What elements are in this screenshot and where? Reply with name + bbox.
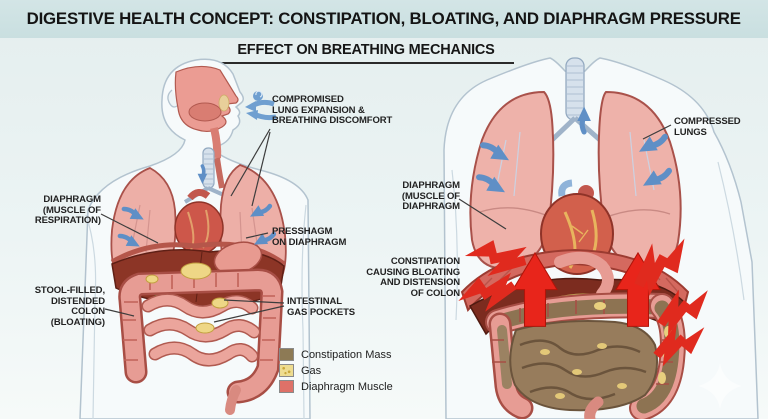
lungs: [469, 90, 682, 270]
left-figure-illustration: [79, 58, 311, 419]
throat: [210, 127, 222, 159]
label-compromised-lung-expansion: COMPROMISED LUNG EXPANSION & BREATHING D…: [272, 94, 393, 126]
legend-item-gas: Gas: [279, 364, 393, 377]
legend: Constipation Mass Gas Diaphragm Muscle: [279, 348, 393, 393]
heart: [174, 189, 224, 255]
rectum: [584, 396, 604, 419]
legend-swatch-1: [279, 348, 294, 361]
distended-small-intestine: [509, 320, 658, 412]
breath-arrows-icon: [245, 90, 277, 121]
legend-swatch-2: [279, 364, 294, 377]
stomach: [554, 251, 614, 300]
legend-label: Gas: [301, 364, 322, 377]
section-subtitle: EFFECT ON BREATHING MECHANICS: [218, 42, 514, 64]
legend-item-diaphragm-muscle: Diaphragm Muscle: [279, 380, 393, 393]
tongue: [188, 102, 222, 122]
legend-item-constipation-mass: Constipation Mass: [279, 348, 393, 361]
label-constipation-bloating: CONSTIPATION CAUSING BLOATING AND DISTEN…: [366, 256, 460, 299]
rectum: [225, 385, 241, 415]
label-compressed-lungs: COMPRESSED LUNGS: [674, 116, 741, 138]
label-pressure-on-diaphragm: PRESSHAGM ON DIAPHRAGM: [272, 226, 347, 248]
label-diaphragm-left: DIAPHRAGM (MUSCLE OF RESPIRATION): [34, 194, 101, 226]
page-title: DIGESTIVE HEALTH CONCEPT: CONSTIPATION, …: [26, 9, 742, 28]
label-intestinal-gas-pockets: INTESTINAL GAS POCKETS: [287, 296, 356, 318]
legend-label: Diaphragm Muscle: [301, 380, 393, 393]
header-bar: DIGESTIVE HEALTH CONCEPT: CONSTIPATION, …: [0, 0, 768, 38]
legend-label: Constipation Mass: [301, 348, 392, 361]
label-stool-filled-colon: STOOL-FILLED, DISTENDED COLON (BLOATING): [34, 285, 105, 328]
trachea: [565, 57, 585, 121]
leader-lines: [100, 124, 672, 323]
sparkle-watermark-icon: [698, 363, 742, 409]
small-intestine: [141, 293, 261, 367]
label-diaphragm-right: DIAPHRAGM (MUSCLE OF DIAPHRAGM: [401, 180, 460, 212]
legend-swatch-3: [279, 380, 294, 393]
right-figure-illustration: [443, 57, 759, 419]
ear-outline: [167, 89, 180, 108]
